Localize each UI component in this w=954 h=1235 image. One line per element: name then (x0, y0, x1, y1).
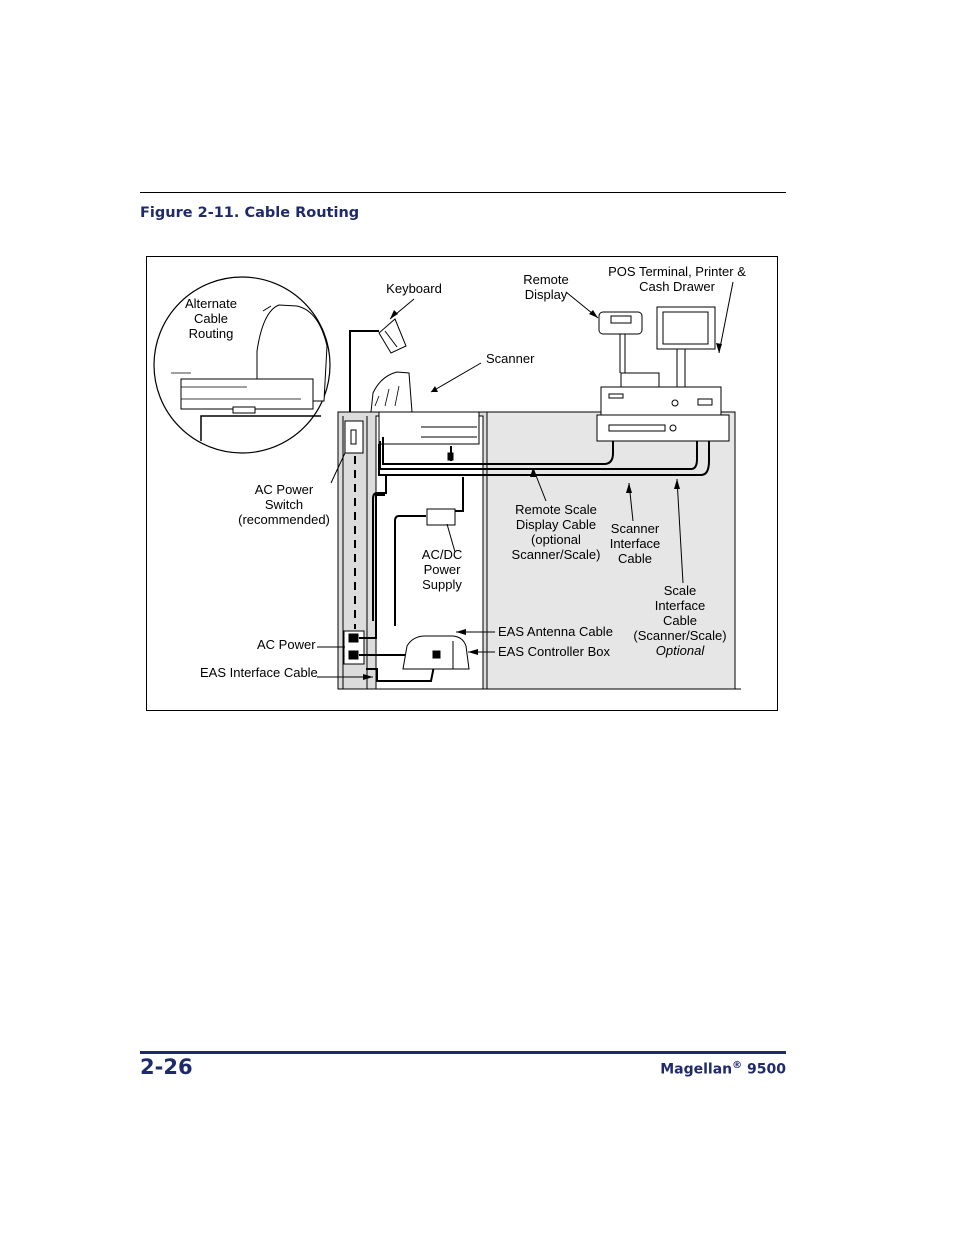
label-scanner-interface-cable: Scanner Interface Cable (609, 521, 661, 566)
power-supply-cable (372, 475, 387, 621)
keyboard-pole (349, 330, 379, 412)
label-scale-interface-cable: Scale Interface Cable (Scanner/Scale) Op… (633, 583, 727, 658)
scanner-body (370, 371, 413, 413)
eas-antenna-cable (359, 494, 385, 639)
label-scanner: Scanner (486, 351, 535, 366)
label-ac-power-switch: AC Power Switch (recommended) (238, 482, 330, 527)
scanner-interface-cable (379, 441, 698, 470)
label-remote-scale-cable: Remote Scale Display Cable (optional Sca… (511, 502, 601, 562)
counter-right-panel (486, 411, 736, 690)
label-pos-terminal: POS Terminal, Printer & Cash Drawer (608, 264, 746, 294)
footer-rule (140, 1051, 786, 1054)
cable-routing-diagram (153, 276, 741, 690)
scale-interface-cable (378, 441, 710, 476)
figure-frame: Alternate Cable Routing Keyboard Remote … (146, 256, 778, 711)
label-eas-controller-box: EAS Controller Box (498, 644, 610, 659)
figure-caption: Figure 2-11. Cable Routing (140, 205, 360, 221)
eas-interface-cable (366, 665, 435, 682)
ac-dc-power-supply (426, 508, 456, 526)
label-eas-antenna-cable: EAS Antenna Cable (498, 624, 613, 639)
page-number: 2-26 (140, 1055, 193, 1079)
label-alternate-routing: Alternate Cable Routing (184, 296, 238, 341)
label-ac-dc-power-supply: AC/DC Power Supply (421, 547, 463, 592)
remote-scale-cable (382, 437, 614, 465)
label-remote-display: Remote Display (523, 272, 569, 302)
header-rule (140, 192, 786, 193)
scanner-scale-base (378, 411, 480, 445)
label-eas-interface-cable: EAS Interface Cable (200, 665, 318, 680)
product-title: Magellan® 9500 (660, 1060, 786, 1078)
label-keyboard: Keyboard (386, 281, 442, 296)
keyboard-icon (378, 318, 407, 354)
label-ac-power: AC Power (257, 637, 316, 652)
